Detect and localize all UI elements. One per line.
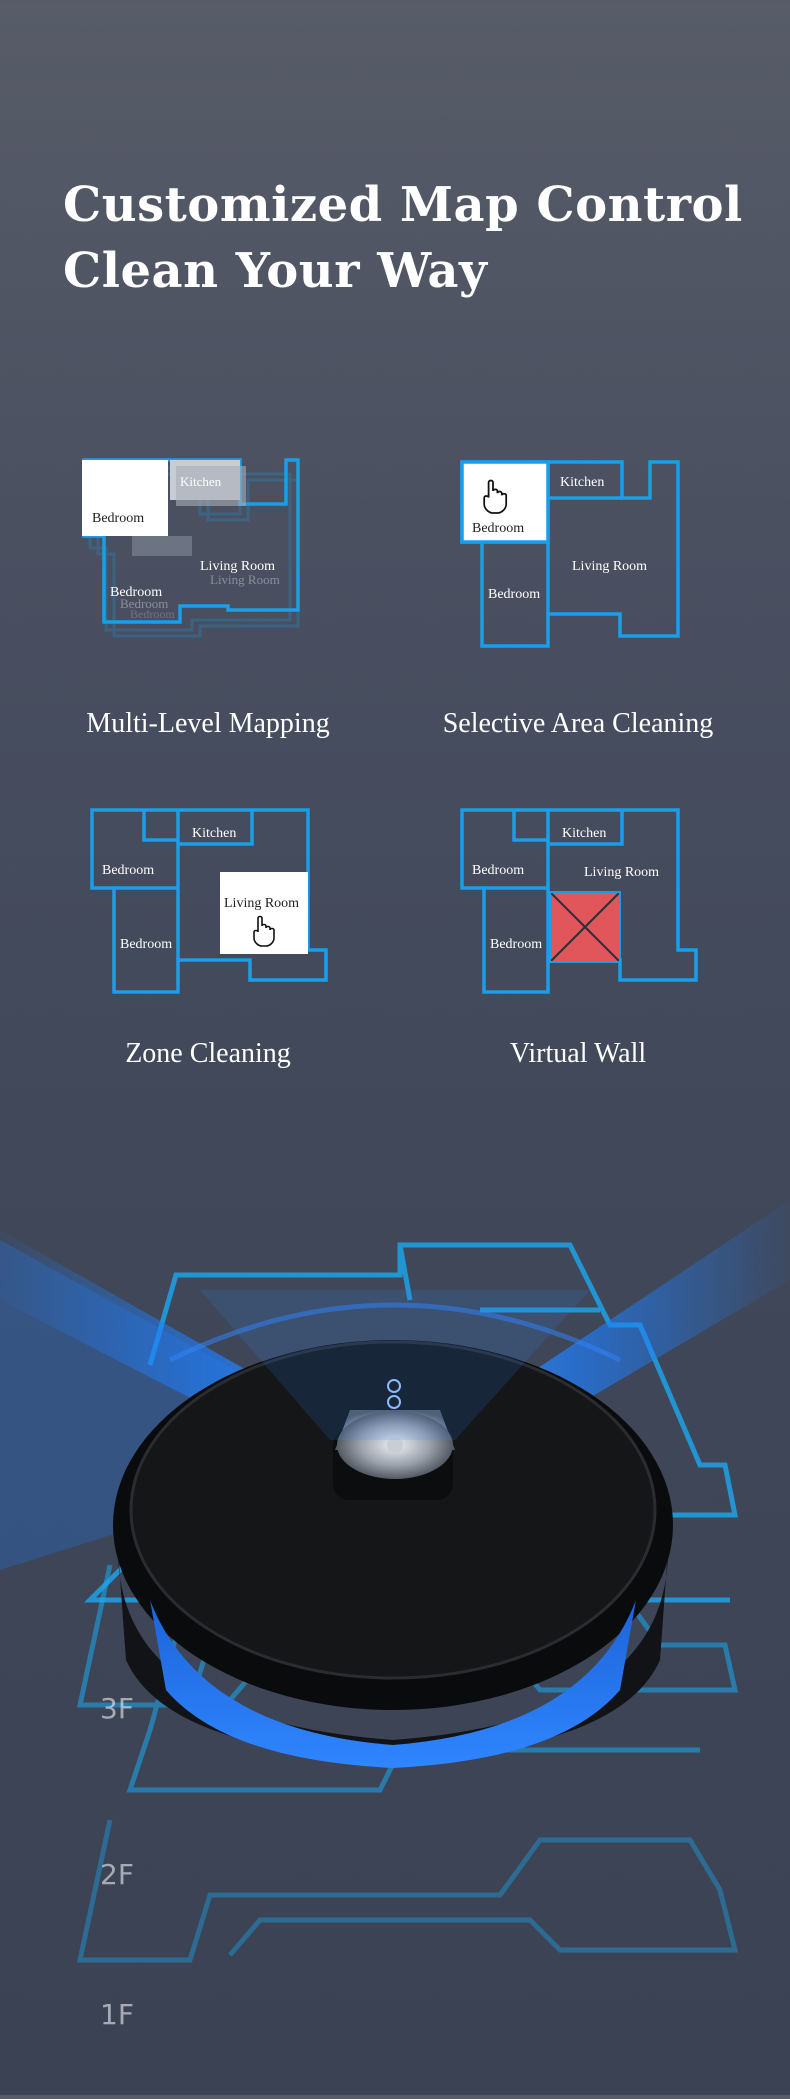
room-label-bedroom-1: Bedroom	[472, 863, 524, 878]
floor-label-2f: 2F	[100, 1858, 134, 1891]
room-label-kitchen: Kitchen	[180, 474, 222, 489]
feature-multi-level-mapping: Bedroom Kitchen Living Room Living Room …	[58, 450, 358, 739]
feature-zone-cleaning: Bedroom Kitchen Living Room Bedroom Zone…	[58, 800, 358, 1069]
room-label-kitchen: Kitchen	[192, 826, 236, 841]
feature-label: Virtual Wall	[509, 1038, 647, 1069]
svg-text:Bedroom: Bedroom	[120, 596, 168, 611]
hand-pointer-icon	[483, 479, 508, 514]
room-label-kitchen: Kitchen	[562, 826, 606, 841]
feature-virtual-wall: Bedroom Kitchen Living Room Bedroom Virt…	[428, 800, 728, 1069]
room-label-bedroom-1: Bedroom	[102, 863, 154, 878]
virtual-wall-map-icon: Bedroom Kitchen Living Room Bedroom	[460, 808, 698, 994]
room-label-living-room: Living Room	[572, 559, 647, 574]
robot-vacuum-illustration	[0, 1200, 790, 1963]
floor-label-3f: 3F	[100, 1692, 134, 1725]
selective-area-map-icon: Bedroom Kitchen Living Room Bedroom	[460, 460, 680, 648]
room-label-living-room: Living Room	[200, 559, 275, 574]
room-label-bedroom-1: Bedroom	[472, 521, 524, 536]
svg-text:Bedroom: Bedroom	[130, 607, 175, 621]
room-label-bedroom-2: Bedroom	[110, 585, 162, 600]
room-label-kitchen: Kitchen	[560, 475, 604, 490]
room-label-bedroom-2: Bedroom	[490, 937, 542, 952]
room-label-living-room: Living Room	[224, 896, 299, 911]
floor-label-1f: 1F	[100, 1998, 134, 2031]
hand-pointer-icon	[253, 915, 275, 947]
room-label-living-room: Living Room	[584, 865, 659, 880]
robot-lidar-scene: 3F 2F 1F	[0, 1100, 790, 2095]
headline-line-2: Clean Your Way	[63, 243, 488, 299]
room-label-bedroom-2: Bedroom	[120, 937, 172, 952]
svg-text:Living Room: Living Room	[210, 572, 280, 587]
zone-cleaning-map-icon: Bedroom Kitchen Living Room Bedroom	[90, 808, 328, 994]
room-label-bedroom-1: Bedroom	[92, 511, 144, 526]
feature-label: Zone Cleaning	[125, 1038, 291, 1069]
page-headline: Customized Map Control Clean Your Way	[63, 172, 743, 304]
feature-label: Multi-Level Mapping	[86, 708, 330, 739]
feature-label: Selective Area Cleaning	[442, 708, 714, 739]
room-label-bedroom-2: Bedroom	[488, 587, 540, 602]
headline-line-1: Customized Map Control	[63, 177, 743, 233]
feature-selective-area-cleaning: Bedroom Kitchen Living Room Bedroom Sele…	[428, 450, 728, 739]
multi-level-map-icon: Bedroom Kitchen Living Room Living Room …	[82, 458, 300, 638]
